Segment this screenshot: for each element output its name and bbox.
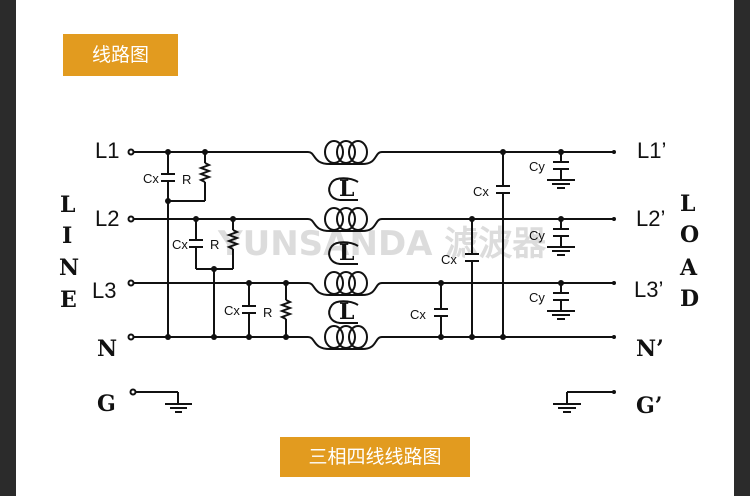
svg-text:L: L bbox=[339, 240, 354, 266]
load-label-a: A bbox=[679, 255, 698, 281]
circuit-diagram: YUNSANDA 滤波器 L I N E L O A D L1 L2 L3 N … bbox=[59, 138, 699, 419]
load-label-o: O bbox=[680, 222, 699, 248]
cx-label: Cx bbox=[441, 252, 457, 267]
cy-l1: Cy bbox=[529, 149, 575, 189]
inductor-label-1: L bbox=[328, 176, 359, 202]
r-label: R bbox=[263, 305, 272, 320]
rc-network-l1-l2: Cx R bbox=[143, 149, 212, 340]
cy-l3: Cy bbox=[529, 280, 575, 320]
rc-network-l2-l3: Cx R bbox=[172, 216, 240, 340]
cx-right-l2-n: Cx bbox=[441, 216, 479, 340]
cx-label: Cx bbox=[224, 303, 240, 318]
ground-input bbox=[136, 391, 192, 413]
inductor-coil bbox=[307, 325, 383, 350]
inductor-coil bbox=[307, 140, 383, 165]
terminal-n-out: N’ bbox=[636, 336, 664, 362]
cx-label: Cx bbox=[473, 184, 489, 199]
terminal-g-out: G’ bbox=[636, 393, 662, 419]
terminal-g: G bbox=[97, 391, 116, 417]
load-label-l: L bbox=[680, 191, 695, 217]
cx-right-l3-n: Cx bbox=[410, 280, 448, 340]
cx-label: Cx bbox=[410, 307, 426, 322]
inductor-coil bbox=[307, 271, 383, 296]
cx-right-l1-n: Cx bbox=[473, 149, 510, 340]
bus-lines bbox=[134, 150, 616, 339]
rc-network-l3-n: Cx R bbox=[224, 280, 293, 340]
terminal-l3: L3 bbox=[92, 278, 116, 303]
watermark: YUNSANDA 滤波器 bbox=[217, 224, 547, 264]
cy-l2: Cy bbox=[529, 216, 575, 256]
svg-text:L: L bbox=[339, 176, 354, 202]
terminal-l3-out: L3’ bbox=[634, 277, 663, 302]
inductor-label-3: L bbox=[328, 299, 359, 325]
load-label-d: D bbox=[680, 286, 699, 312]
common-mode-choke: L L L bbox=[307, 140, 383, 350]
cx-label: Cx bbox=[172, 237, 188, 252]
line-label-n: N bbox=[59, 255, 79, 281]
terminal-l1-out: L1’ bbox=[637, 138, 666, 163]
line-label-i: I bbox=[62, 223, 72, 249]
title-badge: 线路图 bbox=[63, 34, 178, 76]
line-label-l: L bbox=[60, 192, 75, 218]
inductor-label-2: L bbox=[328, 240, 359, 266]
r-label: R bbox=[210, 237, 219, 252]
terminal-l2-out: L2’ bbox=[636, 206, 665, 231]
caption-badge: 三相四线线路图 bbox=[280, 437, 470, 477]
cx-label: Cx bbox=[143, 171, 159, 186]
cy-label: Cy bbox=[529, 290, 545, 305]
r-label: R bbox=[182, 172, 191, 187]
terminal-l1: L1 bbox=[95, 138, 119, 163]
inductor-coil bbox=[307, 207, 383, 232]
input-terminals bbox=[127, 148, 137, 396]
terminal-l2: L2 bbox=[95, 206, 119, 231]
ground-output bbox=[553, 390, 616, 413]
page: 线路图 YUNSANDA 滤波器 L I N E L O A D L1 L2 L… bbox=[16, 0, 734, 496]
cy-label: Cy bbox=[529, 159, 545, 174]
cy-label: Cy bbox=[529, 228, 545, 243]
line-label-e: E bbox=[60, 287, 77, 313]
svg-text:L: L bbox=[339, 299, 354, 325]
terminal-n: N bbox=[97, 336, 117, 362]
